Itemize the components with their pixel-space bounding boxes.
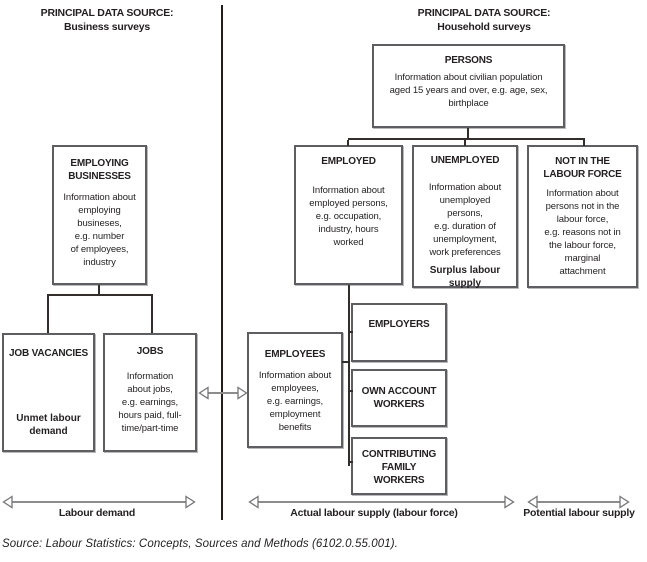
employed-box: EMPLOYED Information about employed pers… (294, 145, 403, 285)
box-title: EMPLOYED (321, 156, 376, 167)
job-vacancies-box: JOB VACANCIES Unmet labour demand (2, 333, 95, 452)
source-note: Source: Labour Statistics: Concepts, Sou… (2, 538, 398, 550)
connector-stub-job-vacancies (47, 296, 49, 333)
contributing-family-workers-box: CONTRIBUTING FAMILY WORKERS (351, 437, 447, 495)
connector-stub-nilf (583, 140, 585, 146)
box-title: UNEMPLOYED (430, 155, 500, 166)
connector-employing-stem (98, 285, 100, 296)
potential-labour-supply-label: Potential labour supply (523, 507, 635, 519)
box-body: Information about persons not in the lab… (544, 188, 621, 277)
connector-persons-stem (467, 128, 469, 139)
potential-labour-supply-span-arrow (527, 495, 630, 509)
box-body: Information about employed persons, e.g.… (309, 185, 388, 248)
box-title: JOBS (136, 346, 164, 357)
jobs-employees-link-arrow (198, 386, 248, 400)
actual-labour-supply-span-arrow (248, 495, 515, 509)
connector-stub-employers (349, 331, 353, 333)
connector-stub-jobs (151, 296, 153, 333)
box-body: Information about jobs, e.g. earnings, h… (118, 371, 182, 434)
jobs-box: JOBS Information about jobs, e.g. earnin… (103, 333, 197, 452)
header-line-2: Household surveys (437, 21, 531, 33)
box-title: NOT IN THE LABOUR FORCE (543, 156, 622, 180)
box-footnote: Unmet labour demand (16, 413, 81, 437)
not-in-labour-force-box: NOT IN THE LABOUR FORCE Information abou… (527, 145, 638, 288)
box-title: JOB VACANCIES (9, 348, 88, 359)
box-title: PERSONS (444, 55, 493, 66)
box-body: Information about employing busineses, e… (63, 192, 136, 268)
labour-demand-label: Labour demand (58, 507, 136, 519)
connector-stub-employees (342, 361, 349, 363)
connector-persons-crossbar (348, 138, 585, 140)
actual-labour-supply-label: Actual labour supply (labour force) (290, 507, 458, 519)
business-surveys-header: PRINCIPAL DATA SOURCE: Business surveys (27, 6, 187, 34)
header-line-1: PRINCIPAL DATA SOURCE: (417, 7, 551, 19)
connector-stub-own-account-workers (349, 390, 353, 392)
box-footnote: Surplus labour supply (429, 265, 501, 289)
box-title: EMPLOYING BUSINESSES (68, 158, 131, 182)
header-line-2: Business surveys (63, 21, 151, 33)
box-body: Information about unemployed persons, e.… (428, 182, 502, 258)
connector-stub-unemployed (464, 140, 466, 146)
box-body: Information about civilian population ag… (389, 72, 548, 109)
connector-employed-trunk (348, 285, 350, 466)
labour-demand-span-arrow (2, 495, 196, 509)
household-surveys-header: PRINCIPAL DATA SOURCE: Household surveys (404, 6, 564, 34)
divider-line (221, 5, 223, 520)
box-title: EMPLOYEES (264, 349, 326, 360)
employing-businesses-box: EMPLOYING BUSINESSES Information about e… (52, 145, 147, 285)
box-body: Information about employees, e.g. earnin… (258, 370, 332, 433)
box-title: EMPLOYERS (368, 319, 430, 330)
box-title: CONTRIBUTING FAMILY WORKERS (361, 449, 437, 486)
persons-box: PERSONS Information about civilian popul… (372, 44, 565, 128)
unemployed-box: UNEMPLOYED Information about unemployed … (412, 145, 518, 289)
own-account-workers-box: OWN ACCOUNT WORKERS (351, 369, 447, 427)
employers-box: EMPLOYERS (351, 303, 447, 362)
connector-stub-contributing-family-workers (349, 461, 353, 463)
connector-employing-crossbar (47, 294, 153, 296)
employees-box: EMPLOYEES Information about employees, e… (247, 332, 343, 448)
header-line-1: PRINCIPAL DATA SOURCE: (40, 7, 174, 19)
connector-stub-employed (347, 140, 349, 146)
box-title: OWN ACCOUNT WORKERS (361, 386, 437, 410)
